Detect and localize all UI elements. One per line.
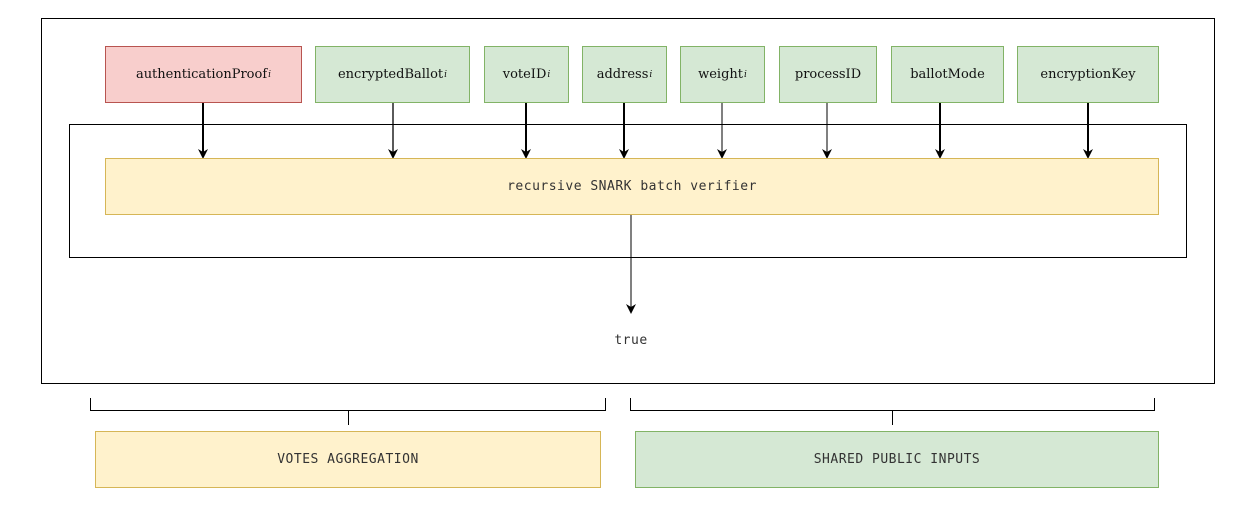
input-label: voteID (502, 67, 547, 82)
output-label: true (614, 332, 648, 348)
recursive-snark-batch-verifier: recursive SNARK batch verifier (105, 158, 1159, 215)
group-shared-public-inputs: SHARED PUBLIC INPUTS (635, 431, 1159, 488)
outer-frame (41, 18, 1215, 384)
input-label: encryptionKey (1040, 67, 1136, 82)
output-true: true (591, 326, 671, 354)
input-label: weight (698, 67, 743, 82)
group-votes-aggregation: VOTES AGGREGATION (95, 431, 601, 488)
input-label: ballotMode (910, 67, 985, 82)
verifier-label: recursive SNARK batch verifier (507, 179, 757, 194)
input-label: encryptedBallot (337, 67, 444, 82)
group-label: VOTES AGGREGATION (277, 452, 419, 467)
input-label: address (596, 67, 649, 82)
input-encryption-key: encryptionKey (1017, 46, 1159, 103)
input-ballot-mode: ballotMode (891, 46, 1004, 103)
group-label: SHARED PUBLIC INPUTS (813, 452, 981, 467)
input-label: authenticationProof (135, 67, 268, 82)
input-subscript: i (268, 69, 272, 80)
bracket-votes-aggregation (90, 398, 606, 425)
verifier-frame (69, 124, 1187, 258)
input-subscript: i (444, 69, 448, 80)
input-subscript: i (744, 69, 747, 80)
input-subscript: i (547, 69, 551, 80)
input-label: processID (794, 67, 862, 82)
input-subscript: i (649, 69, 653, 80)
bracket-shared-public-inputs (630, 398, 1155, 425)
input-process-id: processID (779, 46, 877, 103)
